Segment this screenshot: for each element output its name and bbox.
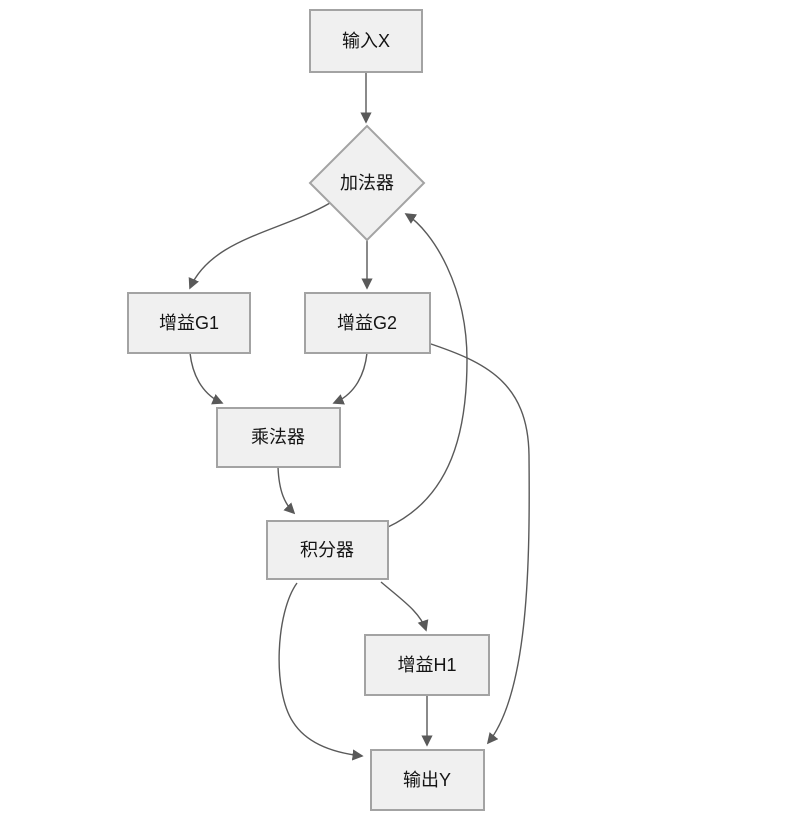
edge-gain-g1-to-multiplier xyxy=(189,352,224,405)
node-multiplier-label: 乘法器 xyxy=(251,427,305,447)
node-gain-g1-label: 增益G1 xyxy=(159,313,219,333)
node-gain-h1-label: 增益H1 xyxy=(397,655,456,675)
node-integrator[interactable]: 积分器 xyxy=(266,520,389,580)
node-gain-g1[interactable]: 增益G1 xyxy=(127,292,251,354)
edge-layer xyxy=(188,73,530,761)
node-layer: 输入X 加法器 增益G1 增益G2 乘法器 积分器 增益H1 输 xyxy=(127,9,490,811)
node-gain-h1[interactable]: 增益H1 xyxy=(364,634,490,696)
edge-adder-to-gain-g1 xyxy=(188,202,331,290)
node-output-y-label: 输出Y xyxy=(403,770,451,790)
node-multiplier[interactable]: 乘法器 xyxy=(216,407,341,468)
node-input-x-label: 输入X xyxy=(342,31,390,51)
edge-integrator-to-output-y xyxy=(278,582,364,761)
node-gain-g2[interactable]: 增益G2 xyxy=(304,292,431,354)
node-integrator-label: 积分器 xyxy=(300,540,354,560)
edge-integrator-to-gain-h1 xyxy=(380,581,429,632)
node-gain-g2-label: 增益G2 xyxy=(337,313,397,333)
edge-gain-g2-to-output-y xyxy=(427,342,530,745)
node-adder-label: 加法器 xyxy=(340,173,394,193)
edge-integrator-to-adder-feedback xyxy=(387,213,468,528)
edge-gain-g2-to-multiplier xyxy=(332,352,368,405)
node-input-x[interactable]: 输入X xyxy=(309,9,423,73)
node-output-y[interactable]: 输出Y xyxy=(370,749,485,811)
edge-multiplier-to-integrator xyxy=(277,466,296,515)
node-adder[interactable]: 加法器 xyxy=(308,124,426,242)
